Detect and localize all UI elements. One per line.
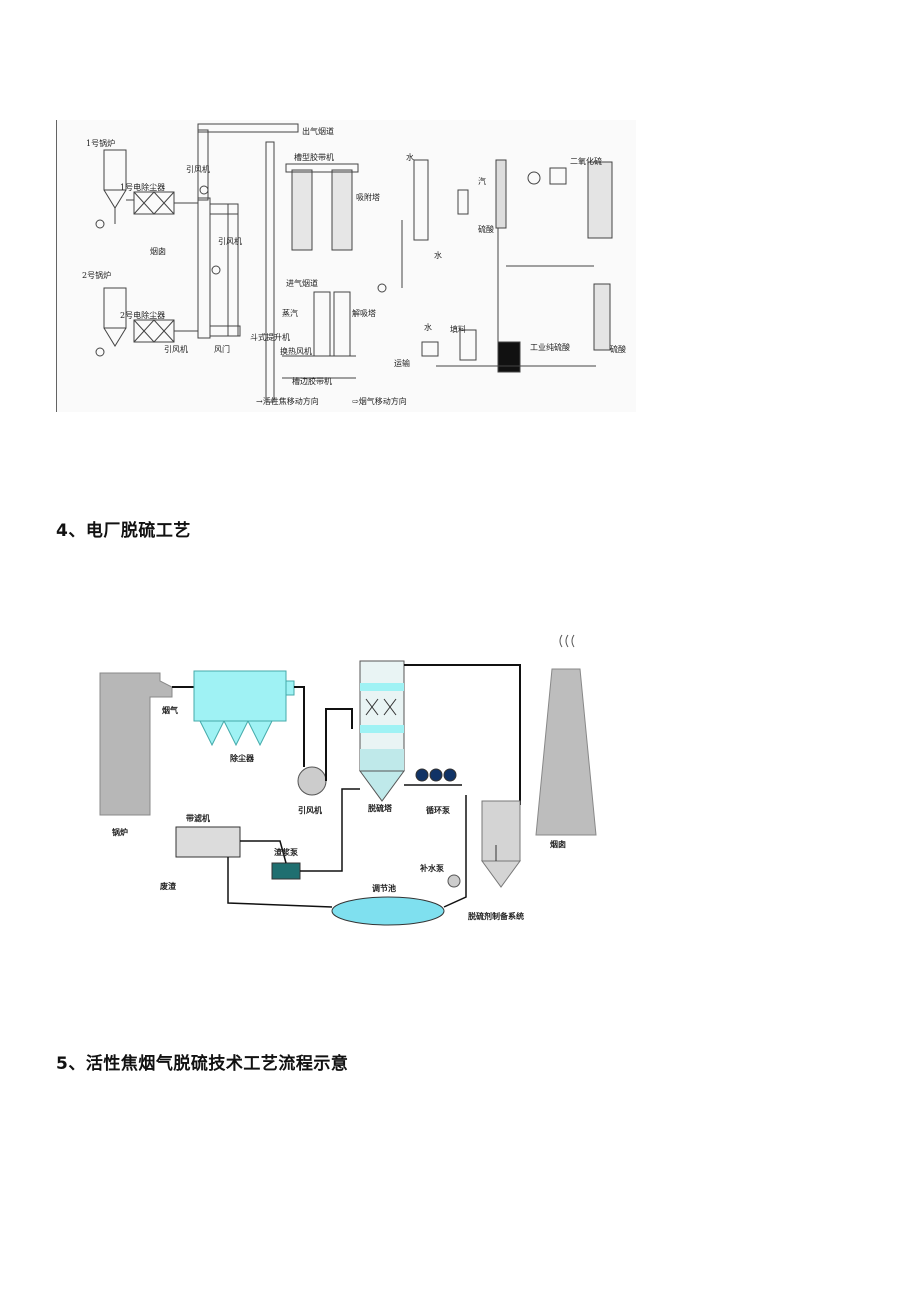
fig1-label-water-pack: 水 <box>424 322 432 332</box>
fig1-label-industrial-acid: 工业纯硫酸 <box>530 342 570 352</box>
fig2-label-slurry-pump: 渣浆泵 <box>274 847 298 857</box>
fig1-label-lower-conveyor: 槽边胶带机 <box>292 376 332 386</box>
fig1-label-steam: 蒸汽 <box>282 308 298 318</box>
fig2-label-flue-gas: 烟气 <box>162 705 178 715</box>
fig1-label-fan-bot: 引风机 <box>164 344 188 354</box>
fig1-label-hot-air-fan: 换热风机 <box>280 346 312 356</box>
fig1-label-acid-out: 硫酸 <box>610 344 626 354</box>
fig2-label-precipitator: 除尘器 <box>230 753 255 763</box>
fig1-label-water-top: 水 <box>406 152 414 162</box>
fig1-label-packing: 填料 <box>450 324 466 334</box>
fig1-label-desorber: 解吸塔 <box>352 308 376 318</box>
section-4-heading: 4、电厂脱硫工艺 <box>56 521 191 541</box>
fig1-label-boiler1: 1号锅炉 <box>86 138 115 148</box>
fig2-label-belt-filter: 带滤机 <box>186 813 210 823</box>
fig1-label-bucket-elevator: 斗式提升机 <box>250 332 290 342</box>
fig2-label-tower: 脱硫塔 <box>368 803 393 813</box>
fig1-label-transport: 运输 <box>394 358 410 368</box>
fig2-label-fan: 引风机 <box>298 805 322 815</box>
power-plant-desulfurization-diagram: 烟气 除尘器 引风机 脱硫塔 循环泵 烟囱 锅炉 带滤机 渣浆泵 废渣 调节池 … <box>90 625 640 945</box>
section-5-heading: 5、活性焦烟气脱硫技术工艺流程示意 <box>56 1054 349 1074</box>
fig1-label-precip2: 2号电除尘器 <box>120 310 165 320</box>
fig1-legend-gas: ⇨烟气移动方向 <box>352 396 407 406</box>
fig2-label-chimney: 烟囱 <box>550 839 566 849</box>
fig1-legend-coke: →活性焦移动方向 <box>256 396 319 406</box>
fig1-label-water-bot: 水 <box>434 250 442 260</box>
fig2-label-makeup-pump: 补水泵 <box>419 863 444 873</box>
fig2-label-prep: 脱硫剂制备系统 <box>468 911 524 921</box>
fig2-label-waste: 废渣 <box>160 881 177 891</box>
fig2-label-circ-pump: 循环泵 <box>425 805 450 815</box>
fig1-label-so2: 二氧化硫 <box>570 156 602 166</box>
activated-coke-flow-diagram: 1号锅炉 1号电除尘器 引风机 烟囱 引风机 2号锅炉 2号电除尘器 引风机 风… <box>55 120 636 412</box>
fig1-label-inlet-flue: 进气烟道 <box>286 278 318 288</box>
fig1-label-absorber: 吸附塔 <box>356 192 380 202</box>
fig1-label-steam2: 汽 <box>478 176 486 186</box>
fig1-label-boiler2: 2号锅炉 <box>82 270 111 280</box>
fig2-label-boiler: 锅炉 <box>111 827 128 837</box>
fig1-label-upper-conveyor: 槽型胶带机 <box>294 152 334 162</box>
fig1-label-outlet-flue: 出气烟道 <box>302 126 334 136</box>
fig2-label-basin: 调节池 <box>372 883 396 893</box>
fig1-label-fan-mid: 引风机 <box>218 236 242 246</box>
fig1-label-precip1: 1号电除尘器 <box>120 182 165 192</box>
fig1-label-damper: 风门 <box>214 344 230 354</box>
fig1-label-sulfuric: 硫酸 <box>478 224 494 234</box>
fig1-label-fan-top: 引风机 <box>186 164 210 174</box>
fig1-label-chimney: 烟囱 <box>150 246 166 256</box>
